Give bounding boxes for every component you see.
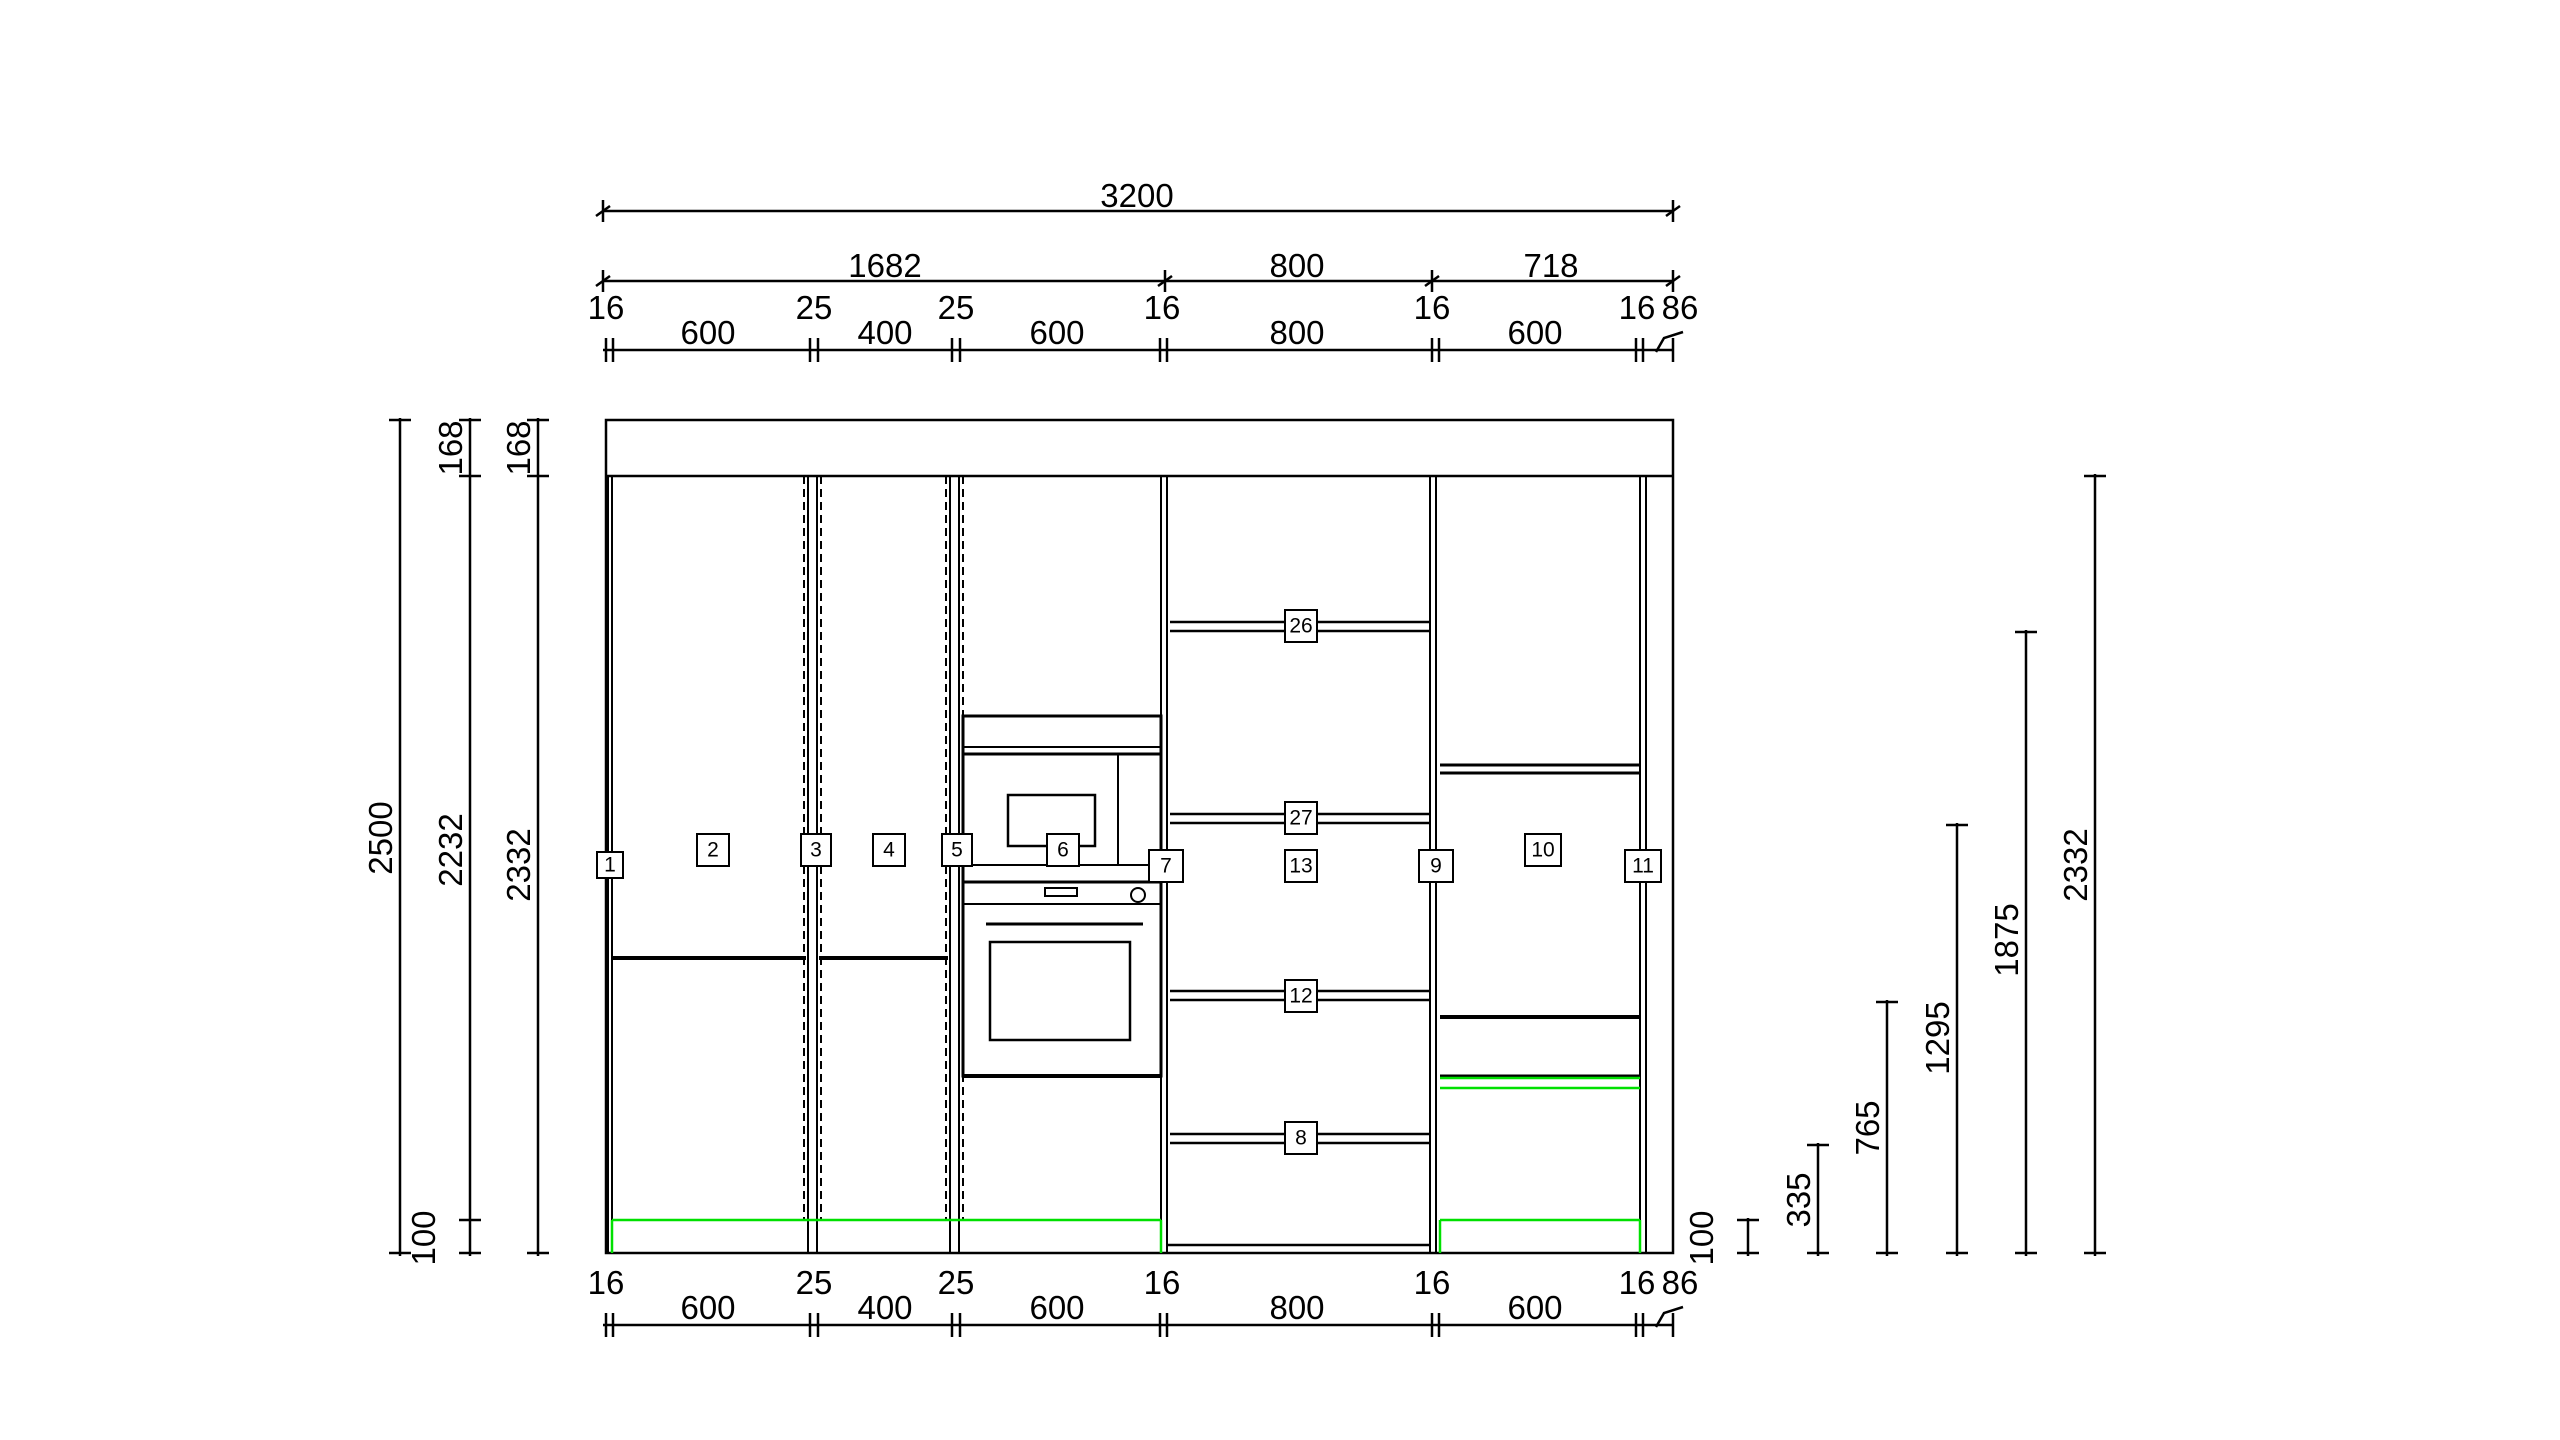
left-dimension-texts: 2500 168 2232 100 168 2332 (362, 420, 537, 1265)
right-column (1440, 763, 1640, 1078)
item-tag-10: 10 (1524, 833, 1562, 867)
item-tag-9: 9 (1418, 849, 1454, 883)
item-tag-6: 6 (1046, 833, 1080, 867)
dim-width-bottom-2: 400 (857, 1289, 912, 1326)
item-tags: 1 2 3 4 5 6 7 26 27 13 12 8 9 10 11 (596, 609, 1662, 1155)
svg-text:26: 26 (1289, 615, 1312, 638)
plinth-lines (610, 1076, 1642, 1253)
side-panels (807, 476, 1647, 1253)
dim-width-top-1: 600 (680, 314, 735, 351)
svg-text:27: 27 (1289, 807, 1312, 830)
svg-text:5: 5 (951, 839, 963, 862)
dim-width-top-2: 400 (857, 314, 912, 351)
dim-level-1875: 1875 (1988, 903, 2025, 976)
item-tag-1: 1 (596, 851, 624, 879)
cabinet-elevation (604, 418, 1675, 1255)
dim-panel-top-7: 86 (1662, 289, 1699, 326)
item-tag-11: 11 (1624, 849, 1662, 883)
dim-right-plinth: 100 (1683, 1210, 1720, 1265)
dim-total-height: 2500 (362, 801, 399, 874)
top-chain-ticks (604, 338, 1675, 362)
item-tag-12: 12 (1284, 979, 1318, 1013)
item-tag-7: 7 (1148, 849, 1184, 883)
item-tag-27: 27 (1284, 801, 1318, 835)
dim-panel-bottom-5: 16 (1414, 1264, 1451, 1301)
dim-group-3: 718 (1523, 247, 1578, 284)
svg-text:2: 2 (707, 839, 719, 862)
dim-cabinet-height: 2332 (500, 828, 537, 901)
dim-group-1: 1682 (848, 247, 921, 284)
svg-text:6: 6 (1057, 839, 1069, 862)
svg-text:1: 1 (604, 854, 616, 877)
dim-panel-top-3: 25 (938, 289, 975, 326)
svg-text:13: 13 (1289, 855, 1312, 878)
item-tag-8: 8 (1284, 1121, 1318, 1155)
item-tag-3: 3 (800, 833, 832, 867)
dim-panel-bottom-6: 16 (1619, 1264, 1656, 1301)
dim-panel-bottom-4: 16 (1144, 1264, 1181, 1301)
svg-text:7: 7 (1160, 855, 1172, 878)
item-tag-4: 4 (872, 833, 906, 867)
item-tag-2: 2 (696, 833, 730, 867)
item-tag-13: 13 (1284, 849, 1318, 883)
dim-panel-bottom-1: 16 (588, 1264, 625, 1301)
dim-group-2: 800 (1269, 247, 1324, 284)
dim-panel-top-5: 16 (1414, 289, 1451, 326)
dim-cornice-b: 168 (500, 420, 537, 475)
dim-width-top-5: 600 (1507, 314, 1562, 351)
dim-width-top-4: 800 (1269, 314, 1324, 351)
svg-text:11: 11 (1632, 855, 1654, 878)
svg-text:3: 3 (810, 839, 822, 862)
svg-text:12: 12 (1289, 985, 1312, 1008)
dim-body-height: 2232 (432, 813, 469, 886)
svg-text:4: 4 (883, 839, 895, 862)
dim-panel-top-1: 16 (588, 289, 625, 326)
right-dimension-texts: 100 335 765 1295 1875 2332 (1683, 828, 2094, 1265)
dim-plinth-height: 100 (405, 1210, 442, 1265)
dim-panel-bottom-2: 25 (796, 1264, 833, 1301)
dim-level-1295: 1295 (1919, 1001, 1956, 1074)
svg-text:10: 10 (1531, 839, 1554, 862)
bottom-dimension-texts: 16 25 25 16 16 16 86 600 400 600 800 600 (588, 1264, 1699, 1326)
dim-panel-top-2: 25 (796, 289, 833, 326)
dim-level-335: 335 (1780, 1172, 1817, 1227)
top-dimension-texts: 3200 1682 800 718 16 25 25 16 16 16 86 6… (588, 177, 1699, 351)
left-dimensions (389, 418, 549, 1256)
top-dimensions (595, 200, 1684, 362)
svg-text:8: 8 (1295, 1127, 1307, 1150)
svg-text:9: 9 (1430, 855, 1442, 878)
dim-panel-top-6: 16 (1619, 289, 1656, 326)
right-dimensions (1737, 474, 2106, 1256)
dim-level-765: 765 (1849, 1100, 1886, 1155)
dim-level-2332: 2332 (2057, 828, 2094, 901)
appliance-column (961, 714, 1163, 1078)
dim-width-top-3: 600 (1029, 314, 1084, 351)
dim-width-bottom-5: 600 (1507, 1289, 1562, 1326)
item-tag-26: 26 (1284, 609, 1318, 643)
dim-overall-width: 3200 (1100, 177, 1173, 214)
bottom-dimensions (603, 1305, 1684, 1337)
dim-width-bottom-1: 600 (680, 1289, 735, 1326)
dim-width-bottom-4: 800 (1269, 1289, 1324, 1326)
dim-cornice-a: 168 (432, 420, 469, 475)
dim-panel-bottom-7: 86 (1662, 1264, 1699, 1301)
dim-panel-top-4: 16 (1144, 289, 1181, 326)
item-tag-5: 5 (941, 833, 973, 867)
dim-panel-bottom-3: 25 (938, 1264, 975, 1301)
dim-width-bottom-3: 600 (1029, 1289, 1084, 1326)
